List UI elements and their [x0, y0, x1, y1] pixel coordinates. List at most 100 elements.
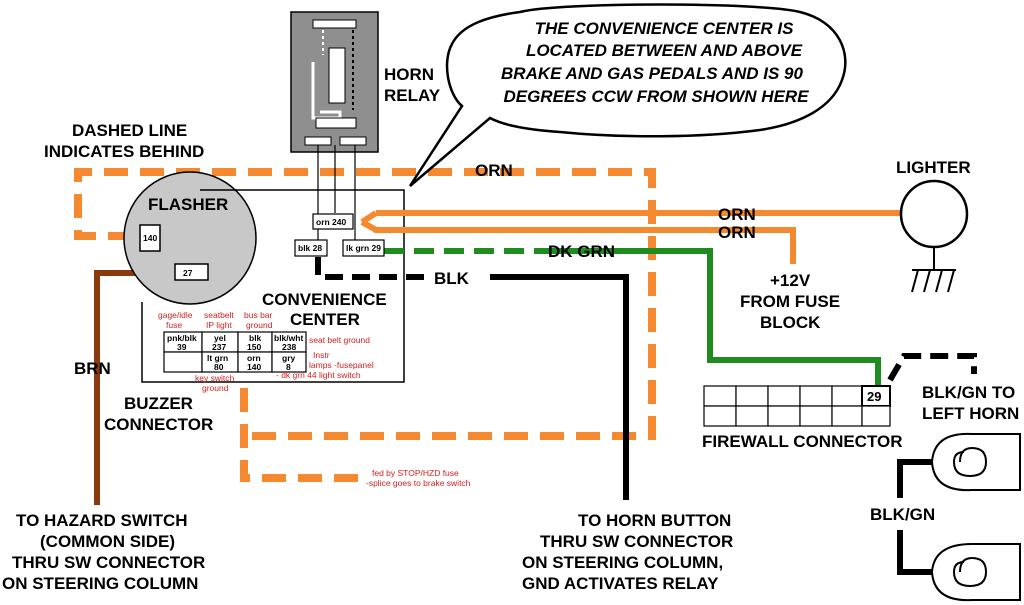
speech-bubble [408, 3, 847, 187]
bubble-line-1: THE CONVENIENCE CENTER IS [535, 19, 794, 38]
hazard-label-4: ON STEERING COLUMN [2, 574, 198, 593]
cell-blk: blk [249, 333, 262, 343]
cell-pnkblk-num: 39 [177, 342, 187, 352]
pin-lk-grn-29-label: lk grn 29 [346, 243, 381, 253]
firewall-label: FIREWALL CONNECTOR [702, 432, 903, 451]
horn-relay-label-2: RELAY [384, 86, 441, 105]
orange-fuse-wire [360, 219, 796, 264]
lighter-symbol [899, 179, 969, 249]
cell-blkwht-num: 238 [282, 342, 296, 352]
pin-blk-28 [294, 239, 328, 257]
note-seatbelt-2: IP light [206, 320, 232, 330]
orange-short-stub [360, 210, 378, 225]
buzzer-connector [163, 331, 307, 373]
conv-center-label-1: CONVENIENCE [262, 290, 387, 309]
firewall-pin-29: 29 [867, 389, 881, 404]
orange-dashed-wires [74, 168, 656, 482]
horn-button-label-2: THRU SW CONNECTOR [540, 532, 733, 551]
blkgn-left-label-1: BLK/GN TO [922, 383, 1015, 402]
horn-relay-switch-arm [315, 117, 357, 129]
black-wire-dashed [315, 257, 430, 280]
bubble-line-2: LOCATED BETWEEN AND ABOVE [526, 41, 803, 60]
cell-orn-num: 140 [247, 362, 261, 372]
orn-label-top: ORN [475, 161, 513, 180]
note-instr-3: - dk grn 44 light switch [276, 370, 361, 380]
note-gage-1: gage/idle [158, 310, 193, 320]
cell-blk-num: 150 [247, 342, 261, 352]
flasher-pin-27 [174, 263, 209, 281]
fuse-label-3: BLOCK [760, 313, 821, 332]
cell-ltgrn: lt grn [207, 353, 228, 363]
dk-grn-label: DK GRN [548, 242, 615, 261]
cell-blkwht: blk/wht [274, 333, 303, 343]
note-keyswitch-1: key switch [195, 373, 234, 383]
pin-lk-grn-29 [342, 239, 385, 257]
dashed-line-label-2: INDICATES BEHIND [44, 142, 204, 161]
fuse-label-2: FROM FUSE [740, 292, 840, 311]
orange-dashed-top-loop [74, 168, 656, 440]
buzzer-label-2: CONNECTOR [104, 415, 213, 434]
note-seatbelt-1: seatbelt [204, 310, 234, 320]
firewall-connector [703, 385, 891, 427]
horn-relay-top-contact [312, 19, 357, 29]
flasher-label: FLASHER [148, 195, 228, 214]
horn-relay-coil [328, 47, 346, 104]
conv-center-label-2: CENTER [290, 310, 360, 329]
cell-yel-num: 237 [212, 342, 226, 352]
cell-gry-num: 8 [286, 362, 291, 372]
orange-solid-wires [360, 210, 900, 264]
note-fed-1: fed by STOP/HZD fuse [372, 468, 459, 478]
note-keyswitch-2: ground [202, 383, 229, 393]
note-instr-2: lamps -fusepanel [309, 360, 374, 370]
cell-ltgrn-num: 80 [214, 362, 224, 372]
hazard-label-3: THRU SW CONNECTOR [12, 553, 205, 572]
black-wire-solid [490, 274, 629, 500]
orn-label-1: ORN [718, 205, 756, 224]
horn-relay-terminal-left [304, 136, 332, 146]
brn-label: BRN [74, 359, 111, 378]
flasher-body [123, 171, 257, 305]
hazard-label-1: TO HAZARD SWITCH [16, 511, 188, 530]
lighter-label: LIGHTER [896, 158, 971, 177]
orn-label-2: ORN [718, 223, 756, 242]
horn-button-label-4: GND ACTIVATES RELAY [522, 574, 719, 593]
note-gage-2: fuse [166, 320, 182, 330]
flasher-pin-140-label: 140 [143, 233, 157, 243]
horn-relay-label-1: HORN [384, 65, 434, 84]
horn-button-label-3: ON STEERING COLUMN, [522, 553, 723, 572]
horn-button-label-1: TO HORN BUTTON [578, 511, 731, 530]
flasher-pin-140 [139, 224, 161, 252]
orange-dashed-bottom [240, 388, 362, 482]
horn-lower [930, 543, 1021, 602]
cell-yel: yel [214, 333, 226, 343]
buzzer-label-1: BUZZER [124, 394, 193, 413]
bubble-line-3: BRAKE AND GAS PEDALS AND IS 90 [501, 64, 803, 83]
note-seatbelt-ground: seat belt ground [309, 335, 370, 345]
green-wire-solid [542, 248, 881, 386]
pin-orn-240 [312, 213, 354, 230]
cell-orn: orn [247, 353, 261, 363]
flasher-pin-27-label: 27 [183, 268, 193, 278]
cell-pnkblk: pnk/blk [167, 333, 197, 343]
black-wire-horns [897, 459, 932, 575]
bubble-line-4: DEGREES CCW FROM SHOWN HERE [503, 87, 809, 106]
note-busbar-1: bus bar [244, 310, 273, 320]
note-instr-1: Instr [313, 350, 330, 360]
ground-symbol [911, 247, 956, 293]
note-fed-2: -splice goes to brake switch [366, 478, 471, 488]
convenience-center-outline [141, 189, 405, 383]
pin-orn-240-label: orn 240 [316, 217, 347, 227]
blkgn-left-label-2: LEFT HORN [922, 404, 1019, 423]
dashed-line-label-1: DASHED LINE [72, 121, 187, 140]
fuse-label-1: +12V [770, 271, 811, 290]
hazard-label-2: (COMMON SIDE) [40, 532, 175, 551]
cell-gry: gry [282, 353, 296, 363]
black-dashed-left-horn [887, 353, 977, 382]
blkgn-label: BLK/GN [870, 505, 935, 524]
horn-upper [930, 432, 1021, 492]
horn-relay-terminal-right [339, 136, 367, 146]
pin-blk-28-label: blk 28 [298, 243, 322, 253]
brown-wire [94, 270, 176, 505]
